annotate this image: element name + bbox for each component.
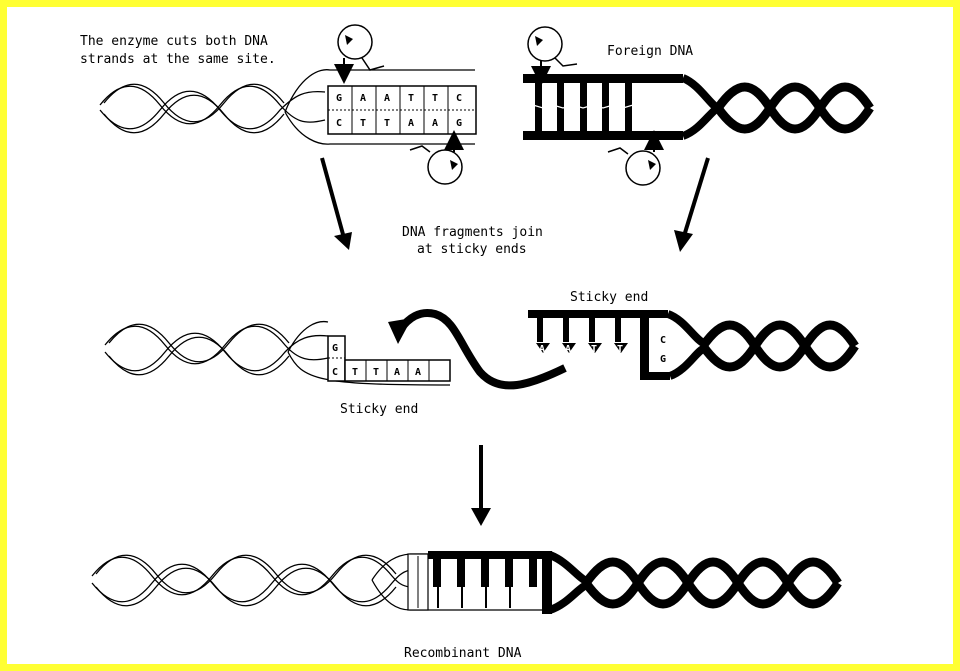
recombinant-foreign-helix-icon bbox=[582, 557, 842, 609]
recombinant-dna-label: Recombinant DNA bbox=[404, 646, 522, 661]
enzyme-label-line1: The enzyme cuts both DNA bbox=[80, 34, 268, 49]
enzyme-icon bbox=[409, 130, 464, 185]
foreign-end-base: C bbox=[660, 335, 666, 346]
host-dna-helix-icon bbox=[99, 69, 475, 145]
foreign-dna-label: Foreign DNA bbox=[607, 44, 693, 59]
left-sticky-fragment: G C T T A A bbox=[327, 335, 451, 382]
enzyme-label-line2: strands at the same site. bbox=[80, 52, 276, 67]
join-label-line1: DNA fragments join bbox=[402, 225, 543, 240]
foreign-dna bbox=[522, 74, 723, 140]
enzyme-icon bbox=[527, 26, 578, 86]
left-bottom-base: A bbox=[394, 367, 400, 378]
foreign-sticky-base: T bbox=[617, 344, 623, 355]
join-label-line2: at sticky ends bbox=[417, 242, 527, 257]
site-bottom-base: A bbox=[408, 118, 414, 129]
site-bottom-base: T bbox=[384, 118, 390, 129]
foreign-fragment-helix-icon bbox=[699, 320, 859, 372]
curved-arrow-icon bbox=[388, 309, 567, 390]
enzyme-icon bbox=[607, 130, 664, 186]
left-bottom-base: T bbox=[352, 367, 358, 378]
left-top-base: G bbox=[332, 343, 338, 354]
foreign-dna-helix-icon bbox=[714, 82, 874, 134]
site-top-base: A bbox=[384, 93, 390, 104]
foreign-sticky-fragment: A A T T C G bbox=[528, 310, 707, 380]
site-bottom-base: G bbox=[456, 118, 462, 129]
arrow-down-icon bbox=[320, 157, 352, 250]
site-bottom-base: T bbox=[360, 118, 366, 129]
site-bottom-base: A bbox=[432, 118, 438, 129]
site-bottom-base: C bbox=[336, 118, 342, 129]
recombinant-dna bbox=[407, 551, 590, 614]
site-top-base: T bbox=[432, 93, 438, 104]
foreign-end-base: G bbox=[660, 354, 666, 365]
foreign-sticky-base: T bbox=[591, 344, 597, 355]
left-bottom-base: T bbox=[373, 367, 379, 378]
sticky-end-label-top: Sticky end bbox=[570, 290, 648, 305]
left-bottom-base: C bbox=[332, 367, 338, 378]
sticky-end-label-bottom: Sticky end bbox=[340, 402, 418, 417]
site-top-base: C bbox=[456, 93, 462, 104]
foreign-sticky-base: A bbox=[565, 344, 571, 355]
enzyme-icon bbox=[334, 24, 385, 84]
arrow-down-icon bbox=[471, 445, 491, 526]
foreign-sticky-base: A bbox=[539, 344, 545, 355]
arrow-down-icon bbox=[674, 157, 710, 252]
site-top-base: A bbox=[360, 93, 366, 104]
recognition-site: G A A T T C C T T A A G bbox=[327, 85, 477, 135]
site-top-base: G bbox=[336, 93, 342, 104]
recombinant-host-helix-icon bbox=[91, 553, 545, 611]
site-top-base: T bbox=[408, 93, 414, 104]
left-bottom-base: A bbox=[415, 367, 421, 378]
host-fragment-helix-icon bbox=[104, 320, 451, 386]
